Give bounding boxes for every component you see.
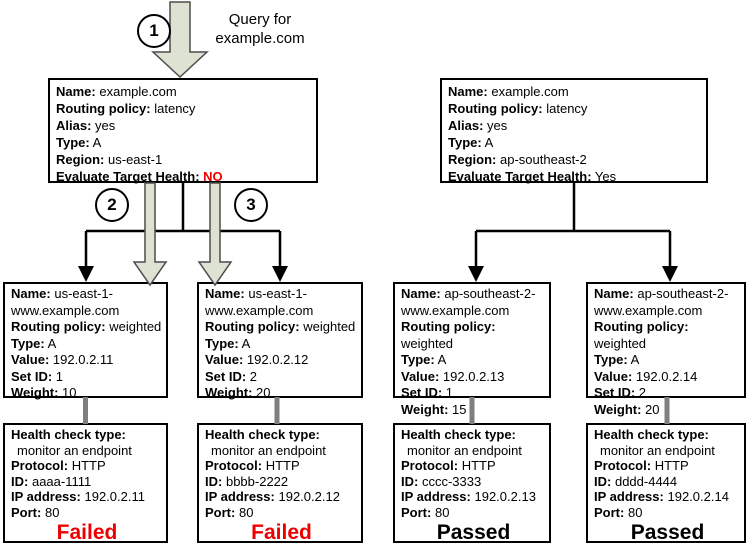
healthcheck-2: Health check type: monitor an endpoint P…: [197, 423, 363, 544]
healthcheck-field: Port: 80: [205, 504, 254, 520]
query-caption: Query for example.com: [195, 10, 325, 48]
step-3-badge: 3: [234, 188, 268, 222]
healthcheck-type-label: Health check type:: [594, 427, 709, 442]
record-field: Type: A: [594, 352, 640, 367]
record-field: Alias: yes: [448, 118, 508, 133]
record-field: Weight: 15: [401, 401, 467, 417]
record-field: Routing policy: weighted: [11, 319, 162, 334]
record-weighted-3: Name: ap-southeast-2-www.example.com Rou…: [393, 282, 551, 417]
record-field: Name: us-east-1-www.example.com: [205, 286, 314, 318]
record-field: Type: A: [56, 135, 102, 150]
healthcheck-type-label: Health check type:: [205, 427, 320, 442]
record-weighted-2: Name: us-east-1-www.example.com Routing …: [197, 282, 363, 400]
healthcheck-type-value: monitor an endpoint: [407, 442, 522, 458]
healthcheck-connectors: [83, 397, 670, 424]
record-weighted-1: Name: us-east-1-www.example.com Routing …: [3, 282, 168, 400]
healthcheck-field: ID: bbbb-2222: [205, 473, 289, 489]
record-field: Set ID: 2: [594, 385, 647, 400]
record-latency-us-east-1: Name: example.com Routing policy: latenc…: [48, 78, 318, 184]
healthcheck-field: ID: cccc-3333: [401, 473, 482, 489]
right-tree-connector: [468, 183, 678, 282]
healthcheck-field: Port: 80: [11, 504, 60, 520]
record-weighted-4: Name: ap-southeast-2-www.example.com Rou…: [586, 282, 746, 417]
healthcheck-field: IP address: 192.0.2.13: [401, 489, 536, 504]
healthcheck-type-value: monitor an endpoint: [211, 442, 326, 458]
record-field: Alias: yes: [56, 118, 116, 133]
healthcheck-field: Protocol: HTTP: [205, 458, 300, 473]
query-arrow-step3: [197, 182, 233, 287]
record-field: Weight: 10: [11, 385, 77, 400]
healthcheck-field: Protocol: HTTP: [401, 458, 496, 473]
query-arrow-step2: [132, 182, 168, 287]
arrowhead-to-weighted2: [272, 266, 288, 282]
record-field: Type: A: [11, 335, 57, 351]
record-field-evaluate-target-health: Evaluate Target Health: Yes: [448, 169, 617, 184]
record-field: Weight: 20: [594, 401, 660, 417]
record-field: Routing policy: latency: [448, 101, 588, 116]
arrowhead-to-weighted1: [78, 266, 94, 282]
query-caption-line2: example.com: [215, 30, 305, 47]
record-field: Set ID: 1: [11, 368, 64, 384]
healthcheck-4: Health check type: monitor an endpoint P…: [586, 423, 746, 544]
healthcheck-field: Protocol: HTTP: [594, 458, 689, 473]
record-field: Type: A: [401, 352, 447, 367]
healthcheck-status-failed: Failed: [56, 521, 118, 544]
record-field: Value: 192.0.2.11: [11, 352, 114, 367]
healthcheck-field: ID: aaaa-1111: [11, 473, 92, 489]
healthcheck-status-passed: Passed: [436, 521, 511, 544]
record-field: Value: 192.0.2.12: [205, 352, 309, 367]
record-field: Routing policy: weighted: [401, 319, 496, 351]
arrowhead-to-weighted4: [662, 266, 678, 282]
record-field: Weight: 20: [205, 385, 271, 400]
record-field: Routing policy: weighted: [594, 319, 689, 351]
healthcheck-status-passed: Passed: [630, 521, 705, 544]
record-field-evaluate-target-health: Evaluate Target Health: NO: [56, 169, 223, 184]
record-field: Routing policy: latency: [56, 101, 196, 116]
record-field: Routing policy: weighted: [205, 319, 356, 334]
healthcheck-field: Port: 80: [401, 504, 450, 520]
record-field: Value: 192.0.2.13: [401, 368, 505, 384]
record-field: Name: us-east-1-www.example.com: [11, 286, 120, 318]
record-field: Value: 192.0.2.14: [594, 368, 698, 384]
record-field: Name: example.com: [448, 84, 569, 99]
healthcheck-status-failed: Failed: [251, 521, 312, 544]
step-2-badge: 2: [95, 188, 129, 222]
eth-no-value: NO: [203, 169, 223, 184]
record-field: Set ID: 2: [205, 368, 258, 384]
healthcheck-field: IP address: 192.0.2.11: [11, 489, 145, 504]
healthcheck-field: Protocol: HTTP: [11, 458, 106, 473]
healthcheck-3: Health check type: monitor an endpoint P…: [393, 423, 551, 544]
record-field: Set ID: 1: [401, 385, 454, 400]
record-field: Name: example.com: [56, 84, 177, 99]
query-caption-line1: Query for: [228, 11, 292, 28]
healthcheck-field: ID: dddd-4444: [594, 473, 678, 489]
healthcheck-field: Port: 80: [594, 504, 643, 520]
record-field: Name: ap-southeast-2-www.example.com: [401, 286, 536, 318]
healthcheck-type-value: monitor an endpoint: [600, 442, 715, 458]
healthcheck-field: IP address: 192.0.2.12: [205, 489, 340, 504]
record-field: Region: us-east-1: [56, 152, 163, 167]
healthcheck-field: IP address: 192.0.2.14: [594, 489, 729, 504]
healthcheck-type-label: Health check type:: [11, 427, 126, 442]
healthcheck-1: Health check type: monitor an endpoint P…: [3, 423, 168, 544]
healthcheck-type-value: monitor an endpoint: [17, 442, 132, 458]
record-field: Type: A: [205, 335, 251, 351]
record-field: Region: ap-southeast-2: [448, 152, 587, 167]
step-1-badge: 1: [137, 14, 171, 48]
record-field: Type: A: [448, 135, 494, 150]
healthcheck-type-label: Health check type:: [401, 427, 516, 442]
record-field: Name: ap-southeast-2-www.example.com: [594, 286, 729, 318]
arrowhead-to-weighted3: [468, 266, 484, 282]
record-latency-ap-southeast-2: Name: example.com Routing policy: latenc…: [440, 78, 708, 184]
